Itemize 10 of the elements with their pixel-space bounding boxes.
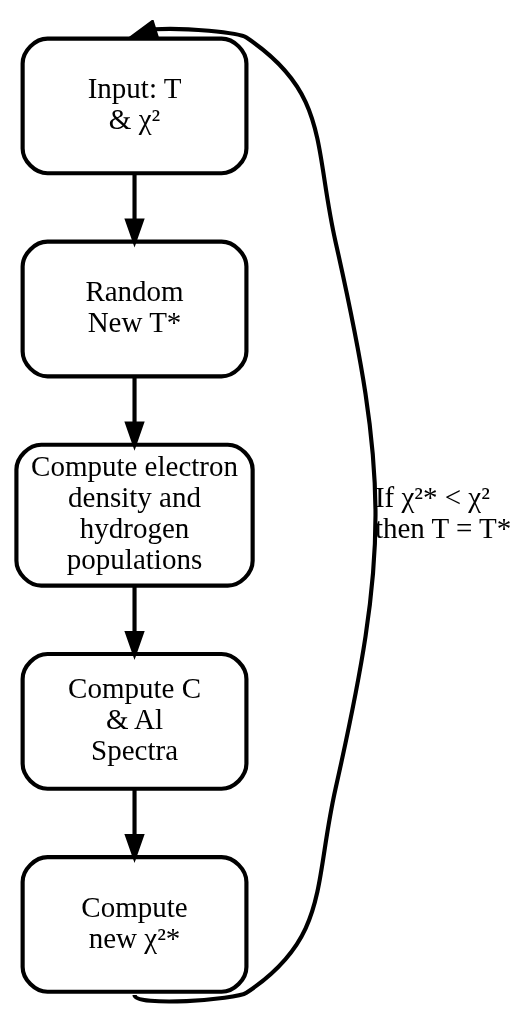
arrow bbox=[124, 376, 145, 451]
arrow bbox=[124, 789, 145, 864]
node-box: Input: T & χ² bbox=[20, 36, 249, 176]
arrow bbox=[124, 173, 145, 248]
node-box: Random New T* bbox=[20, 239, 249, 379]
arrow bbox=[124, 585, 145, 660]
node-box: Compute electron density and hydrogen populations bbox=[14, 442, 255, 588]
node-box: Compute new χ²* bbox=[20, 855, 249, 994]
arrow bbox=[128, 20, 378, 1004]
node-box: Compute C & Al Spectra bbox=[20, 651, 249, 791]
